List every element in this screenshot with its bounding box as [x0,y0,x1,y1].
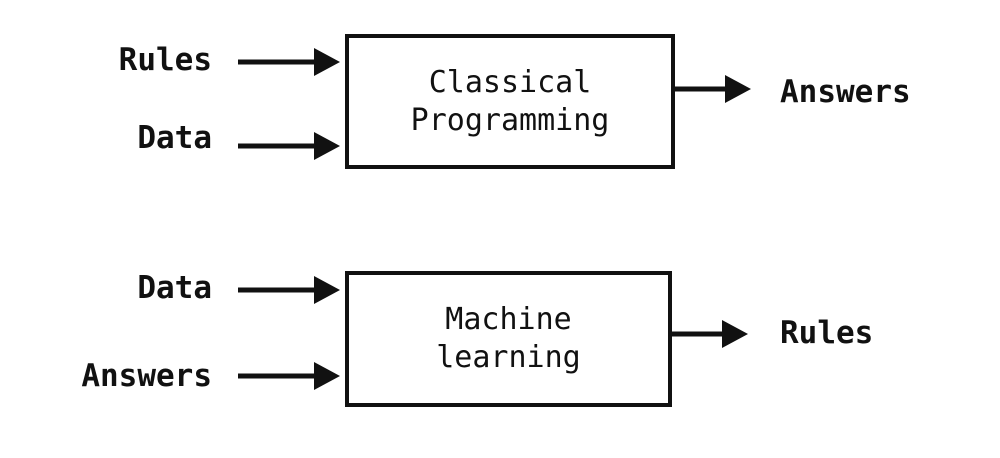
classical-output-arrow [675,75,751,103]
ml-input-answers-arrow [238,362,340,390]
ml-output-arrow [672,320,748,348]
ml-output-rules-label: Rules [780,315,874,351]
ml-input-data-label: Data [137,270,212,306]
ml-box-line-1: Machine [445,302,572,337]
classical-programming-box: Classical Programming [345,34,675,169]
classical-output-answers-label: Answers [780,74,911,110]
classical-input-rules-arrow [238,48,340,76]
classical-box-line-1: Classical [428,64,592,100]
ml-input-data-arrow [238,276,340,304]
classical-box-line-2: Programming [410,102,610,138]
ml-input-answers-label: Answers [81,358,212,394]
classical-input-rules-label: Rules [118,42,212,78]
ml-box-line-2: learning [436,340,581,375]
classical-input-data-arrow [238,132,340,160]
machine-learning-box: Machine learning [345,271,672,407]
classical-input-data-label: Data [137,120,212,156]
